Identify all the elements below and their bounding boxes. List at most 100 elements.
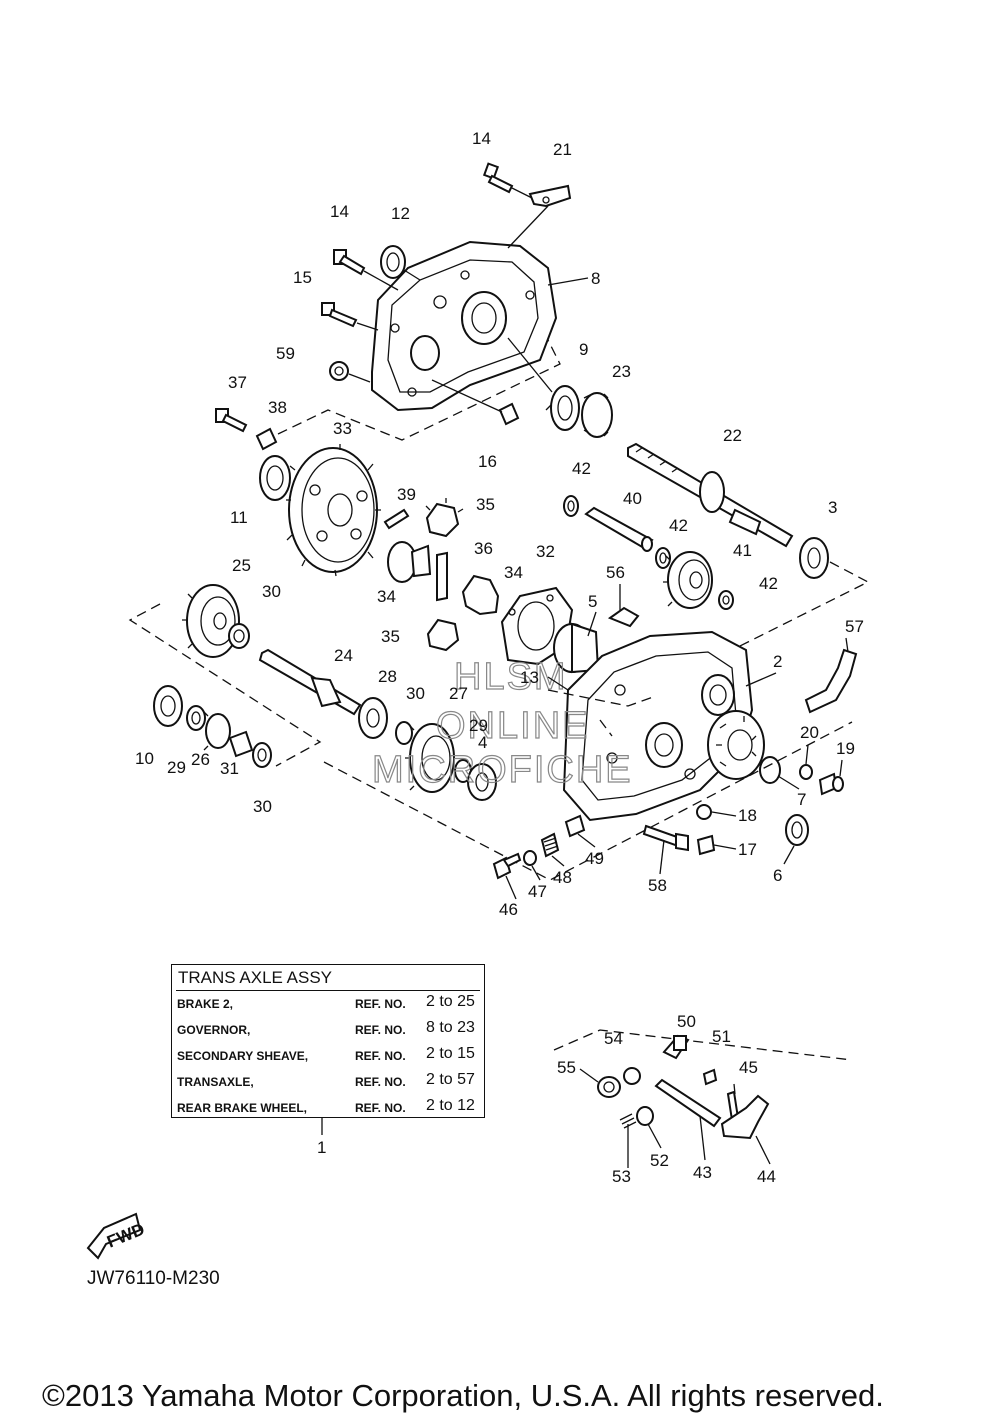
ref-table-row: SECONDARY SHEAVE, REF. NO. 2 to 15 — [172, 1042, 484, 1068]
pin-39 — [383, 508, 410, 530]
watermark-line-1: HLSM — [454, 656, 568, 698]
lever-50 — [662, 1034, 690, 1060]
callout-35-top: 35 — [476, 495, 495, 514]
gear-23 — [581, 392, 613, 438]
callout-49: 49 — [585, 849, 604, 868]
ref-row-ref: REF. NO. — [355, 997, 406, 1011]
nut-55 — [597, 1076, 621, 1098]
callout-6: 6 — [773, 866, 782, 885]
ref-row-name: BRAKE 2, — [177, 997, 234, 1011]
ref-row-range: 8 to 23 — [426, 1019, 475, 1036]
ref-row-ref: REF. NO. — [355, 1023, 406, 1037]
copyright-notice: ©2013 Yamaha Motor Corporation, U.S.A. A… — [42, 1378, 884, 1413]
callout-45: 45 — [739, 1058, 758, 1077]
housing-5 — [553, 622, 600, 674]
bracket-21 — [528, 184, 572, 208]
plate-56 — [607, 606, 640, 628]
callout-52: 52 — [650, 1151, 669, 1170]
callout-39: 39 — [397, 485, 416, 504]
callout-19: 19 — [836, 739, 855, 758]
washer-30-left — [252, 742, 272, 768]
callout-34-left: 34 — [377, 587, 396, 606]
ref-row-ref: REF. NO. — [355, 1075, 406, 1089]
callout-54: 54 — [604, 1029, 623, 1048]
callout-40: 40 — [623, 489, 642, 508]
callout-22: 22 — [723, 426, 742, 445]
gear-34-right — [461, 574, 500, 616]
washer-42-c — [718, 590, 734, 610]
callout-4: 4 — [478, 733, 487, 752]
spring-53 — [619, 1113, 637, 1129]
shaft-36 — [436, 551, 448, 602]
diagram-code: JW76110-M230 — [87, 1268, 220, 1289]
shaft-24 — [258, 648, 362, 716]
washer-20 — [799, 764, 813, 780]
washer-30-mid — [395, 721, 413, 745]
ref-row-ref: REF. NO. — [355, 1101, 406, 1115]
washer-52 — [636, 1106, 654, 1126]
bearing-3 — [799, 537, 829, 579]
gear-35-lower — [426, 618, 460, 652]
callout-8: 8 — [591, 269, 600, 288]
ref-row-name: GOVERNOR, — [177, 1023, 251, 1037]
callout-17: 17 — [738, 840, 757, 859]
callout-labels: 14 21 14 12 8 15 59 9 23 37 38 33 16 22 … — [135, 129, 864, 1186]
watermark-line-2: ONLINE — [436, 705, 589, 747]
bearing-4 — [467, 763, 497, 801]
seal-6 — [785, 814, 809, 846]
bolt-15 — [321, 302, 358, 328]
callout-30-left: 30 — [253, 797, 272, 816]
shaft-40 — [584, 506, 654, 552]
ref-row-range: 2 to 57 — [426, 1071, 475, 1088]
fork-44 — [720, 1094, 770, 1140]
bearing-9 — [545, 385, 580, 431]
washer-54 — [623, 1067, 641, 1085]
case-cover-8 — [371, 240, 558, 412]
callout-41: 41 — [733, 541, 752, 560]
gear-25 — [182, 584, 240, 658]
callout-9: 9 — [579, 340, 588, 359]
callout-31: 31 — [220, 759, 239, 778]
spring-48 — [540, 832, 560, 858]
ref-row-name: REAR BRAKE WHEEL, — [177, 1101, 308, 1115]
washer-47 — [523, 850, 537, 866]
callout-51: 51 — [712, 1027, 731, 1046]
callout-35-lower: 35 — [381, 627, 400, 646]
callout-34-right: 34 — [504, 563, 523, 582]
bush-31 — [228, 730, 254, 758]
callout-10: 10 — [135, 749, 154, 768]
callout-42-a: 42 — [572, 459, 591, 478]
washer-42-b — [655, 547, 671, 569]
fwd-arrow-icon: FWD — [86, 1212, 147, 1260]
bearing-10 — [153, 685, 183, 727]
reference-table: TRANS AXLE ASSY BRAKE 2, REF. NO. 2 to 2… — [171, 964, 485, 1118]
callout-58: 58 — [648, 876, 667, 895]
gear-33 — [286, 444, 381, 577]
callout-32: 32 — [536, 542, 555, 561]
callout-15: 15 — [293, 268, 312, 287]
callout-57: 57 — [845, 617, 864, 636]
transaxle-case-2 — [562, 630, 754, 822]
plug-17 — [696, 834, 716, 856]
callout-24: 24 — [334, 646, 353, 665]
bolt-14-top — [482, 162, 514, 194]
ref-row-name: TRANSAXLE, — [177, 1075, 254, 1089]
bolt-19 — [818, 772, 844, 796]
callout-7: 7 — [797, 790, 806, 809]
washer-29-left — [186, 705, 206, 731]
callout-26: 26 — [191, 750, 210, 769]
bolt-51 — [702, 1068, 718, 1086]
bolt-46 — [492, 852, 522, 880]
callout-55: 55 — [557, 1058, 576, 1077]
callout-38: 38 — [268, 398, 287, 417]
row-divider — [176, 990, 480, 991]
bolt-37 — [215, 408, 248, 433]
ref-row-name: SECONDARY SHEAVE, — [177, 1049, 309, 1063]
callout-11: 11 — [230, 508, 248, 527]
callout-14-top: 14 — [472, 129, 491, 148]
gear-41 — [663, 551, 713, 609]
dowel-16 — [498, 402, 520, 426]
ref-table-title: TRANS AXLE ASSY — [178, 968, 333, 987]
watermark: HLSM ONLINE MICROFICHE — [371, 655, 631, 791]
